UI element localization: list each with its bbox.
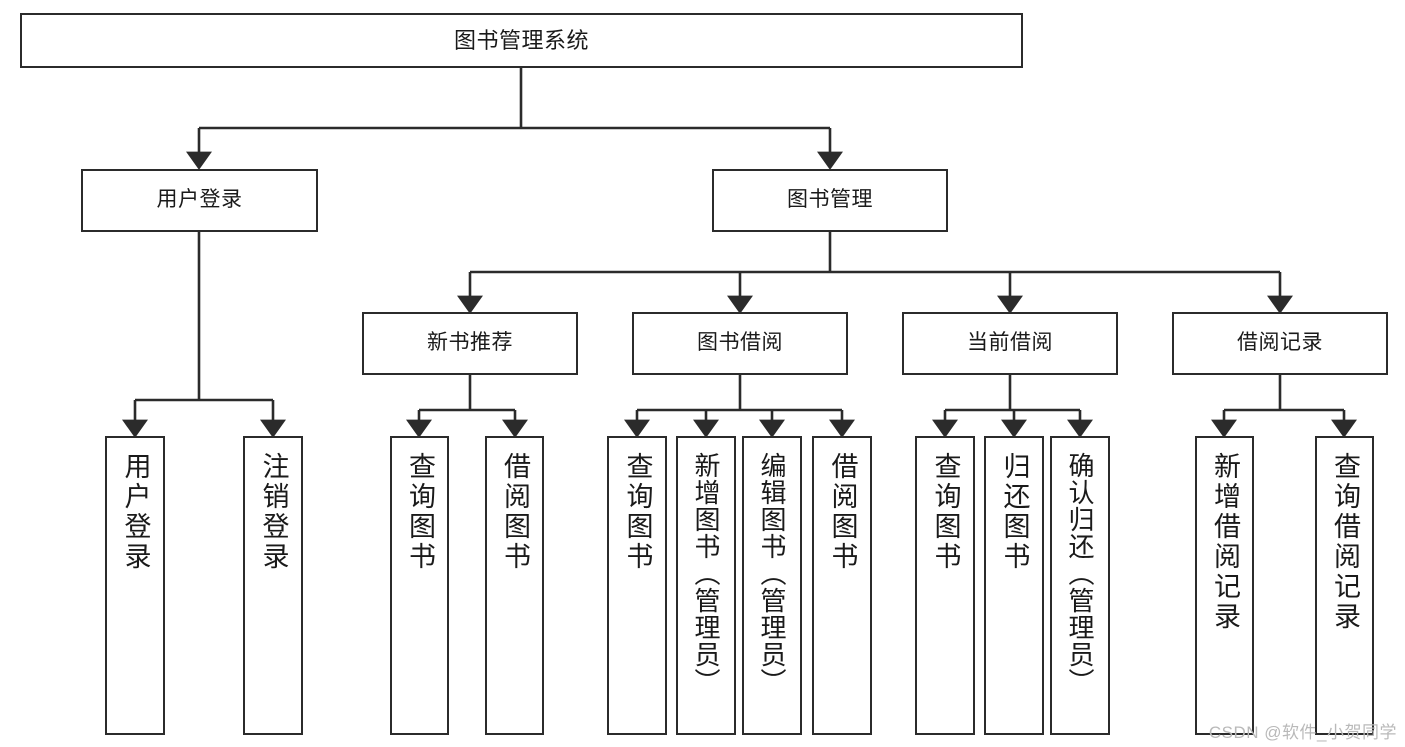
node-leaf-edit-book-label: 编辑图书（管理员） <box>757 452 787 695</box>
node-leaf-query-book-2-label: 查询图书 <box>622 452 653 572</box>
node-leaf-query-book-3[interactable]: 查询图书 <box>915 436 975 735</box>
node-leaf-logout[interactable]: 注销登录 <box>243 436 303 735</box>
node-user-login[interactable]: 用户登录 <box>81 169 318 232</box>
node-leaf-query-record[interactable]: 查询借阅记录 <box>1315 436 1374 735</box>
node-leaf-borrow-book-1-label: 借阅图书 <box>500 452 530 572</box>
node-leaf-confirm-return-label: 确认归还（管理员） <box>1065 452 1095 695</box>
node-current-borrow[interactable]: 当前借阅 <box>902 312 1118 375</box>
node-book-manage[interactable]: 图书管理 <box>712 169 948 232</box>
node-borrow-record-label: 借阅记录 <box>1237 331 1323 355</box>
node-leaf-logout-label: 注销登录 <box>258 452 289 572</box>
node-leaf-query-book-2[interactable]: 查询图书 <box>607 436 667 735</box>
node-leaf-user-login-label: 用户登录 <box>120 452 151 572</box>
node-leaf-borrow-book-2-label: 借阅图书 <box>827 452 858 572</box>
node-leaf-query-book-1-label: 查询图书 <box>405 452 435 572</box>
node-borrow-record[interactable]: 借阅记录 <box>1172 312 1388 375</box>
node-root-label: 图书管理系统 <box>453 27 589 53</box>
node-book-borrow[interactable]: 图书借阅 <box>632 312 848 375</box>
node-leaf-add-record-label: 新增借阅记录 <box>1210 452 1240 632</box>
node-book-borrow-label: 图书借阅 <box>697 331 783 355</box>
node-leaf-borrow-book-2[interactable]: 借阅图书 <box>812 436 872 735</box>
node-leaf-query-book-3-label: 查询图书 <box>930 452 961 572</box>
node-new-book-recommend[interactable]: 新书推荐 <box>362 312 578 375</box>
node-leaf-add-record[interactable]: 新增借阅记录 <box>1195 436 1254 735</box>
node-new-book-recommend-label: 新书推荐 <box>427 331 513 355</box>
node-leaf-edit-book[interactable]: 编辑图书（管理员） <box>742 436 802 735</box>
node-user-login-label: 用户登录 <box>156 188 243 212</box>
node-leaf-query-book-1[interactable]: 查询图书 <box>390 436 449 735</box>
node-leaf-return-book-label: 归还图书 <box>999 452 1030 572</box>
node-leaf-query-record-label: 查询借阅记录 <box>1330 452 1360 632</box>
node-leaf-return-book[interactable]: 归还图书 <box>984 436 1044 735</box>
node-leaf-add-book[interactable]: 新增图书（管理员） <box>676 436 736 735</box>
node-root[interactable]: 图书管理系统 <box>20 13 1023 68</box>
watermark: CSDN @软件_小贺同学 <box>1208 723 1397 742</box>
node-current-borrow-label: 当前借阅 <box>967 331 1053 355</box>
node-leaf-add-book-label: 新增图书（管理员） <box>691 452 721 695</box>
node-leaf-borrow-book-1[interactable]: 借阅图书 <box>485 436 544 735</box>
node-leaf-confirm-return[interactable]: 确认归还（管理员） <box>1050 436 1110 735</box>
node-book-manage-label: 图书管理 <box>787 188 873 212</box>
node-leaf-user-login[interactable]: 用户登录 <box>105 436 165 735</box>
